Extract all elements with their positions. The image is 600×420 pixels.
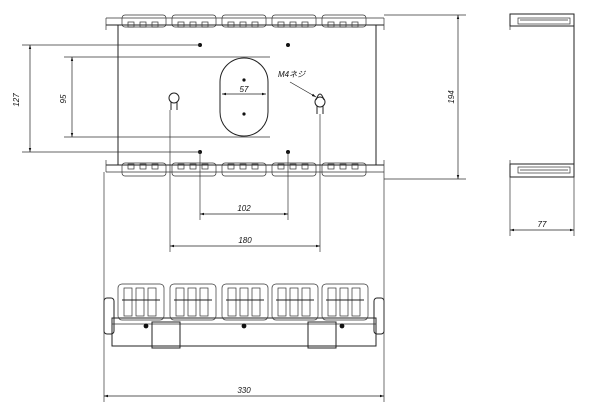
side-view (509, 13, 575, 178)
dim-77-label: 77 (538, 220, 547, 229)
dim-180-label: 180 (238, 236, 252, 245)
dim-127 (22, 44, 200, 153)
dim-77 (509, 177, 575, 236)
dim-57-label: 57 (240, 85, 249, 94)
dim-95-label: 95 (59, 94, 68, 103)
keyhole-left (168, 92, 180, 110)
dim-127-label: 127 (12, 93, 21, 107)
front-view (103, 283, 385, 349)
dim-330 (103, 172, 385, 402)
bottom-connector-strip (105, 160, 385, 177)
dim-194-label: 194 (447, 90, 456, 104)
screw-annotation: M4ネジ (278, 70, 306, 79)
keyhole-right (314, 93, 326, 114)
dim-330-label: 330 (237, 386, 251, 395)
top-view (105, 14, 385, 177)
dim-102-label: 102 (237, 204, 251, 213)
top-connector-strip (105, 14, 385, 30)
top-plate (117, 24, 377, 166)
dim-180 (169, 110, 321, 252)
mount-hole (286, 43, 290, 47)
center-oval-cutout (219, 57, 269, 137)
dim-102 (199, 152, 289, 220)
dim-95 (64, 56, 270, 138)
dim-194 (384, 14, 466, 180)
